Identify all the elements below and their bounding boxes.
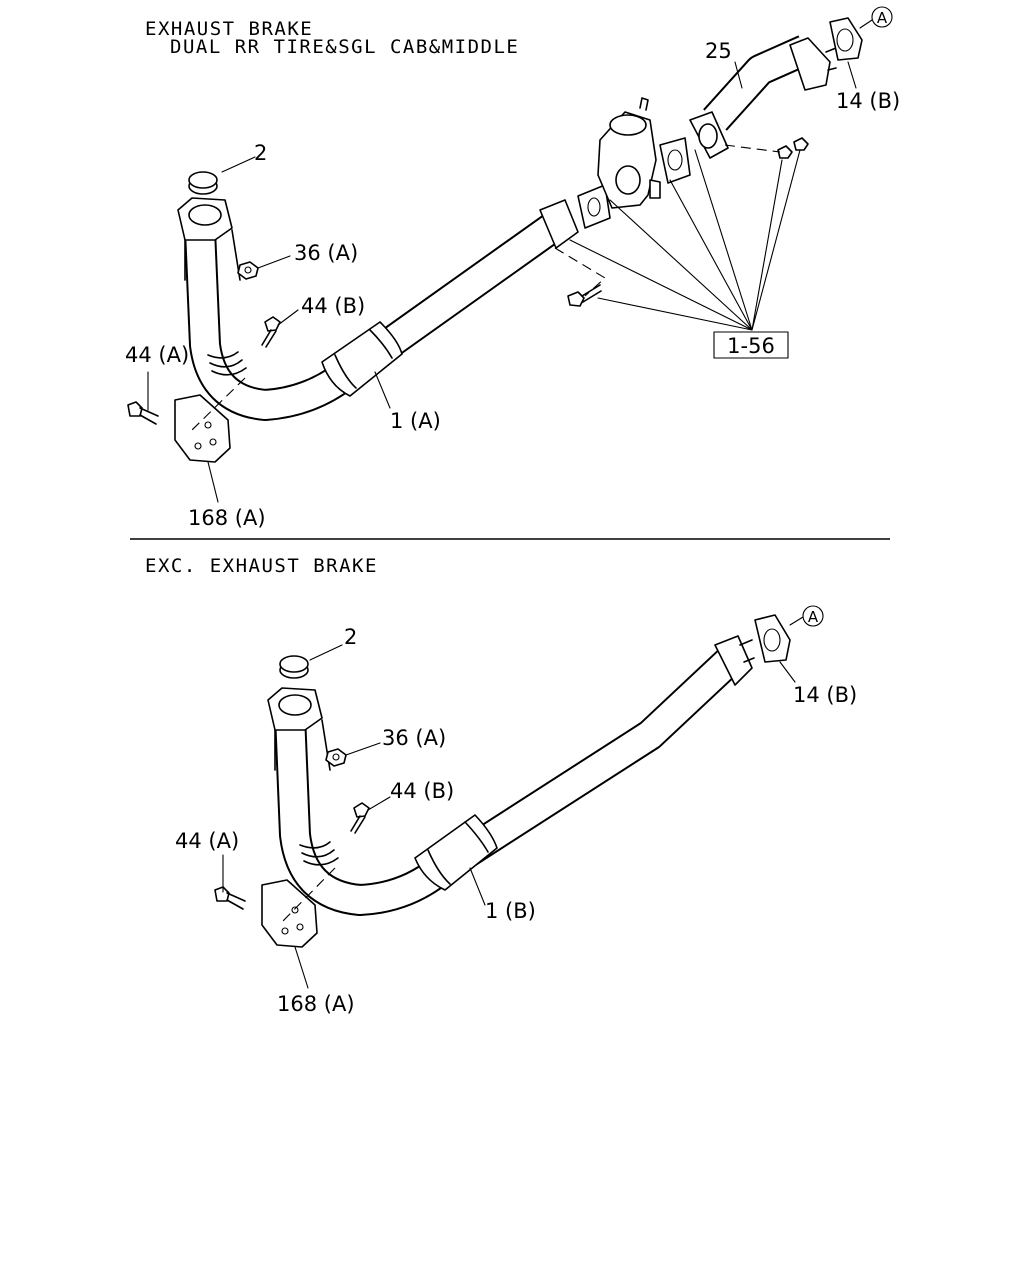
label-bolt-b: 44 (B) <box>301 294 365 318</box>
label-rear-pipe: 25 <box>705 39 732 63</box>
group-ref-box: 1-56 <box>713 331 789 359</box>
bottom-heading: EXC. EXHAUST BRAKE <box>145 555 378 577</box>
bottom-section: EXC. EXHAUST BRAKE <box>145 555 857 1016</box>
pipe-rear-flange-b <box>714 635 753 686</box>
seal-ring <box>188 171 218 195</box>
bolt-b <box>261 316 281 348</box>
bolt-b-lower <box>350 802 370 834</box>
label-seal-ring-b: 2 <box>344 625 357 649</box>
circle-ref-a-icon-b: A <box>802 605 824 627</box>
top-section: EXHAUST BRAKE DUAL RR TIRE&SGL CAB&MIDDL… <box>125 6 900 530</box>
label-pipe-b: 1 (B) <box>485 899 536 923</box>
label-bracket: 168 (A) <box>188 506 266 530</box>
top-heading-line2: DUAL RR TIRE&SGL CAB&MIDDLE <box>170 36 519 58</box>
mounting-bracket-b <box>261 879 318 948</box>
label-circle-ref: A <box>877 9 888 27</box>
bolt-a <box>127 401 159 425</box>
flange-nut-b <box>325 748 347 767</box>
label-pipe: 1 (A) <box>390 409 441 433</box>
pipe-rear-flange <box>539 199 579 249</box>
label-gasket-b: 14 (B) <box>793 683 857 707</box>
silencer-body <box>321 321 403 397</box>
label-gasket: 14 (B) <box>836 89 900 113</box>
rear-pipe <box>689 35 837 159</box>
circle-ref-a-icon: A <box>871 6 893 28</box>
gasket <box>829 17 863 61</box>
label-bracket-b: 168 (A) <box>277 992 355 1016</box>
label-bolt-b-lower: 44 (B) <box>390 779 454 803</box>
front-exhaust-pipe-a <box>177 197 579 421</box>
flange-nut <box>237 261 259 280</box>
rear-nuts <box>777 137 809 159</box>
label-bolt-a: 44 (A) <box>125 343 189 367</box>
bolt-a-lower <box>214 886 246 910</box>
label-bolt-a-lower: 44 (A) <box>175 829 239 853</box>
exhaust-brake-unit <box>577 97 691 229</box>
flange-bolt <box>567 284 602 307</box>
silencer-body-b <box>414 814 498 891</box>
top-heading-line1: EXHAUST BRAKE <box>145 18 313 40</box>
front-exhaust-pipe-b <box>267 635 753 916</box>
label-circle-ref-b: A <box>808 608 819 626</box>
seal-ring-b <box>279 655 309 679</box>
label-group-ref: 1-56 <box>727 334 775 358</box>
gasket-b <box>739 614 791 663</box>
label-seal-ring: 2 <box>254 141 267 165</box>
mounting-bracket <box>174 394 231 463</box>
label-nut-b: 36 (A) <box>382 726 446 750</box>
label-nut: 36 (A) <box>294 241 358 265</box>
